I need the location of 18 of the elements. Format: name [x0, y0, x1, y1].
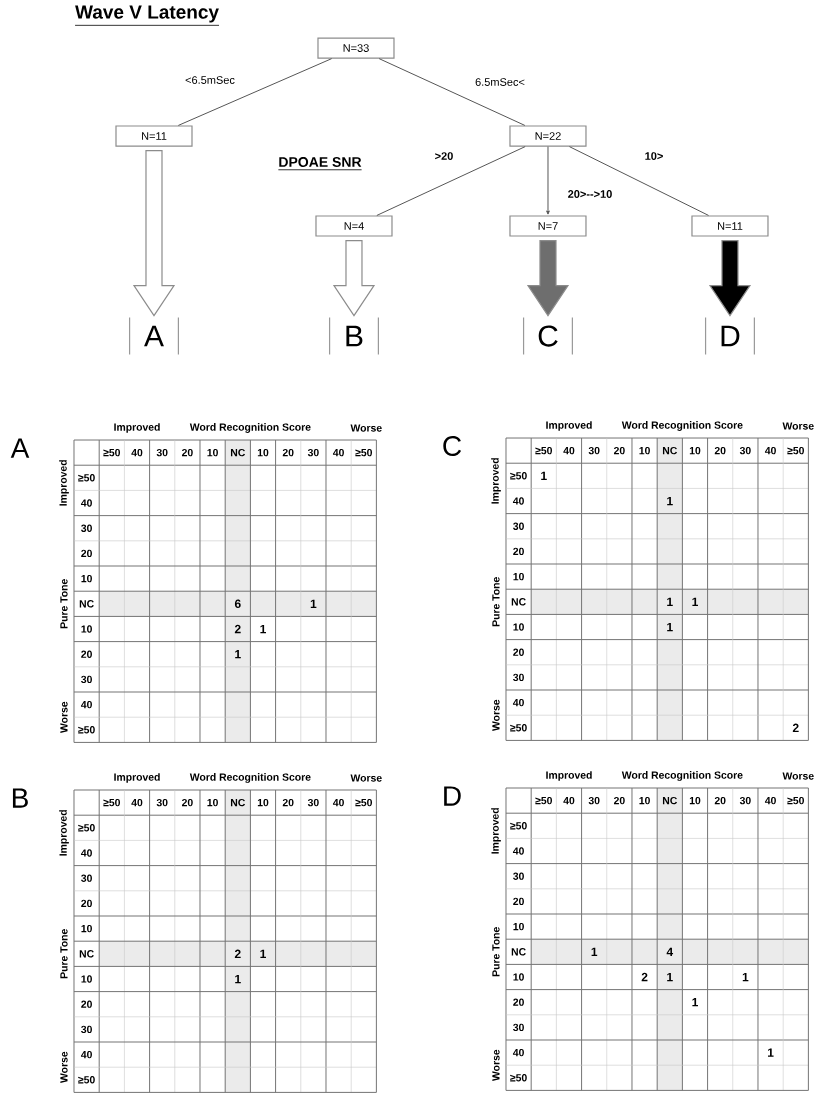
- branch-line: [546, 146, 550, 215]
- letter-box: A: [129, 317, 179, 356]
- block-arrow: [526, 240, 570, 317]
- panel-letter: C: [443, 436, 462, 456]
- panel-letter: B: [12, 788, 28, 808]
- block-arrow: [708, 240, 752, 317]
- branch-line: [568, 146, 710, 216]
- block-arrow: [332, 240, 376, 317]
- letter-box: B: [329, 317, 379, 356]
- letter-box: D: [705, 317, 755, 356]
- panel-letter: A: [10, 438, 30, 458]
- branch-line: [378, 58, 526, 126]
- block-arrow: [132, 150, 176, 317]
- branch-line: [376, 146, 526, 216]
- panel-letter: D: [444, 786, 461, 806]
- branch-line: [177, 58, 333, 126]
- title: Wave V Latency: [74, 5, 220, 26]
- letter-box: C: [523, 317, 573, 356]
